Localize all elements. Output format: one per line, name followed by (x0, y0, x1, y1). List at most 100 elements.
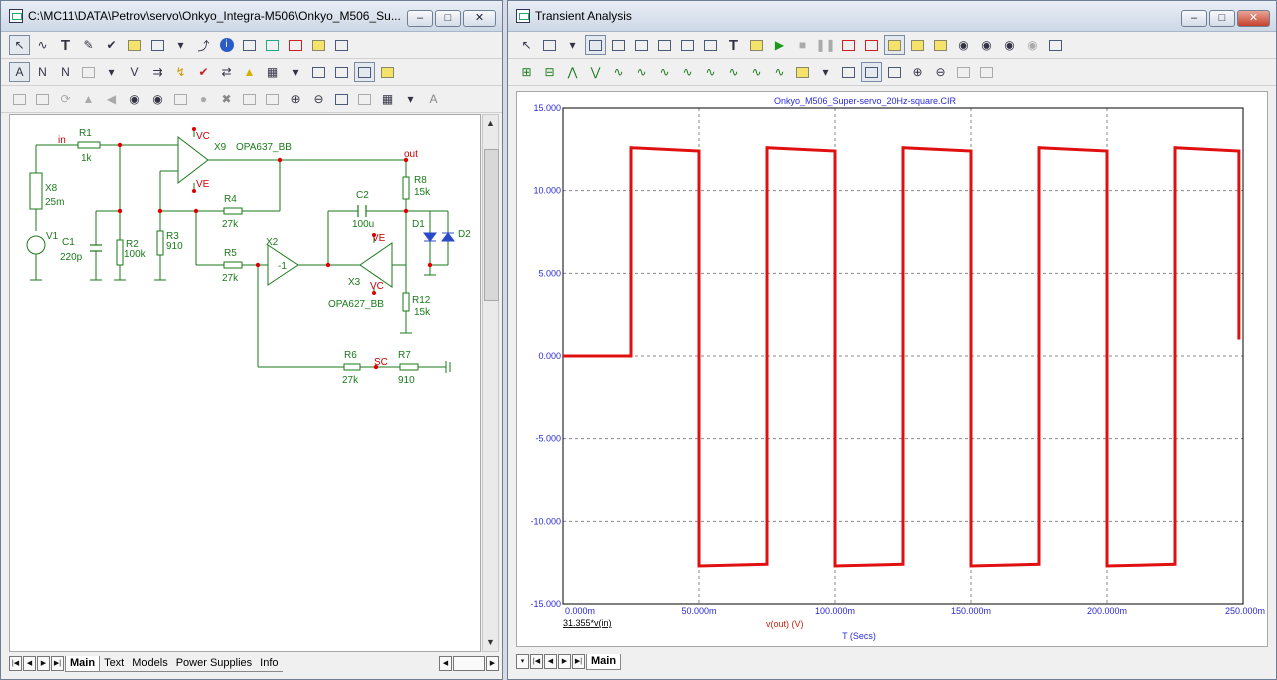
condition-icon[interactable]: ✔ (198, 65, 209, 79)
copy-to-clipboard-icon[interactable] (262, 89, 283, 109)
tab-text[interactable]: Text (100, 656, 129, 672)
zoom-in-icon[interactable]: ⊕ (290, 92, 301, 106)
numeric-output-icon[interactable] (907, 35, 928, 55)
analysis-last-page-icon[interactable]: ▶| (572, 654, 585, 669)
scroll-down-arrow-icon[interactable]: ▼ (486, 637, 495, 647)
analysis-prev-page-icon[interactable]: ◀ (544, 654, 557, 669)
prev-simulation-icon[interactable]: ∿ (774, 65, 785, 79)
schematic-vertical-scrollbar[interactable]: ▲ ▼ (482, 114, 499, 652)
maximize-plot-icon[interactable] (608, 35, 629, 55)
current-icon[interactable]: ⇉ (152, 65, 163, 79)
scale-fit2-icon[interactable] (884, 62, 905, 82)
pin-connections-icon[interactable]: ⇄ (221, 65, 232, 79)
clear-icon[interactable] (32, 89, 53, 109)
schematic-titlebar[interactable]: C:\MC11\DATA\Petrov\servo\Onkyo_Integra-… (1, 1, 502, 32)
check-icon[interactable]: ✔ (106, 38, 117, 52)
grid-icon[interactable]: ▦ (266, 65, 279, 79)
peak-icon[interactable]: ⊞ (521, 65, 532, 79)
page-icon[interactable] (838, 62, 859, 82)
analysis-text-icon[interactable]: T (728, 36, 739, 54)
hscroll-right-icon[interactable]: ▶ (486, 656, 499, 671)
low-icon[interactable]: ⋁ (590, 65, 601, 79)
optimize-icon[interactable] (861, 35, 882, 55)
flip-y-icon[interactable]: ◀ (106, 92, 117, 106)
scale-icon[interactable] (585, 35, 606, 55)
edit-icon[interactable] (331, 35, 352, 55)
pause-icon[interactable]: ❚❚ (815, 38, 836, 52)
node-numbers-icon[interactable]: N (38, 65, 47, 79)
text-mode-icon[interactable]: T (60, 36, 71, 54)
inflection-icon[interactable]: ∿ (613, 65, 624, 79)
analysis-maximize-button[interactable]: □ (1209, 10, 1235, 27)
analysis-nav-dropdown-icon[interactable]: ▾ (516, 654, 529, 669)
paste-plot-icon[interactable] (976, 62, 997, 82)
info-icon[interactable]: i (216, 35, 237, 55)
plus-mode-icon[interactable] (700, 35, 721, 55)
valley-icon[interactable]: ⊟ (544, 65, 555, 79)
tab-info[interactable]: Info (256, 656, 283, 672)
first-page-icon[interactable]: |◀ (9, 656, 22, 671)
properties-icon[interactable] (285, 35, 306, 55)
minimize-button[interactable]: – (407, 10, 433, 27)
paste-icon[interactable] (170, 89, 191, 109)
component-icon[interactable] (147, 35, 168, 55)
global-low-icon[interactable]: ∿ (659, 65, 670, 79)
close-button[interactable]: ✕ (463, 10, 496, 27)
prev-page-icon[interactable]: ◀ (23, 656, 36, 671)
help-icon[interactable] (239, 35, 260, 55)
pin-icon[interactable] (78, 62, 99, 82)
zoom-fit-icon[interactable] (331, 89, 352, 109)
node-names-icon[interactable]: N (61, 65, 70, 79)
layout-icon[interactable]: ▦ (381, 92, 394, 106)
stepping-icon[interactable] (838, 35, 859, 55)
data-points-icon[interactable] (631, 35, 652, 55)
copy-icon[interactable] (239, 89, 260, 109)
hscroll-left-icon[interactable]: ◀ (439, 656, 452, 671)
pencil-icon[interactable]: ✎ (83, 38, 94, 52)
analysis-select-icon[interactable]: ↖ (521, 38, 532, 52)
analysis-tab-main[interactable]: Main (586, 653, 622, 670)
run-icon[interactable]: ▶ (774, 38, 785, 52)
analysis-minimize-button[interactable]: – (1181, 10, 1207, 27)
title-block-icon[interactable] (331, 62, 352, 82)
hscroll-track[interactable] (453, 656, 485, 671)
select-mode-icon[interactable]: ↖ (9, 35, 30, 55)
probe-icon[interactable]: ◉ (958, 38, 969, 52)
analysis-dropdown-icon-2[interactable]: ▾ (822, 65, 829, 79)
copy-plot-icon[interactable] (953, 62, 974, 82)
camera-icon[interactable] (354, 89, 375, 109)
rotate-icon[interactable]: ⟳ (60, 92, 71, 106)
stop-icon[interactable]: ✖ (221, 92, 232, 106)
tokens-icon[interactable] (654, 35, 675, 55)
high-icon[interactable]: ⋀ (567, 65, 578, 79)
bus-icon[interactable] (124, 35, 145, 55)
font-icon[interactable]: A (429, 92, 438, 106)
analysis-titlebar[interactable]: Transient Analysis – □ ✕ (508, 1, 1276, 32)
warning-icon[interactable]: ▲ (243, 65, 256, 79)
scale-fit-icon[interactable] (861, 62, 882, 82)
probe2-icon[interactable]: ◉ (981, 38, 992, 52)
find-icon[interactable]: ⤴ (197, 38, 210, 53)
plot-area[interactable]: Onkyo_M506_Super-servo_20Hz-square.CIR 1… (516, 91, 1268, 647)
analysis-zoom-in-icon[interactable]: ⊕ (912, 65, 923, 79)
bottom-icon[interactable]: ∿ (705, 65, 716, 79)
analysis-next-page-icon[interactable]: ▶ (558, 654, 571, 669)
select-box-icon[interactable] (9, 89, 30, 109)
replace-binoculars-icon[interactable]: ◉ (152, 92, 163, 106)
ruler-icon[interactable] (677, 35, 698, 55)
probe4-icon[interactable]: ◉ (1027, 38, 1038, 52)
slope-icon[interactable]: ∿ (728, 65, 739, 79)
table-icon[interactable] (308, 35, 329, 55)
analysis-dropdown-icon[interactable]: ▾ (569, 38, 576, 52)
tab-models[interactable]: Models (128, 656, 172, 672)
cursor-mode-icon[interactable] (884, 35, 905, 55)
flip-x-icon[interactable]: ▲ (82, 92, 95, 106)
top-icon[interactable]: ∿ (682, 65, 693, 79)
analysis-first-page-icon[interactable]: |◀ (530, 654, 543, 669)
global-high-icon[interactable]: ∿ (636, 65, 647, 79)
step-icon[interactable]: ● (199, 92, 208, 106)
add-label-icon[interactable] (792, 62, 813, 82)
show-all-icon[interactable] (354, 62, 375, 82)
scroll-up-arrow-icon[interactable]: ▲ (486, 118, 495, 128)
maximize-button[interactable]: □ (435, 10, 461, 27)
